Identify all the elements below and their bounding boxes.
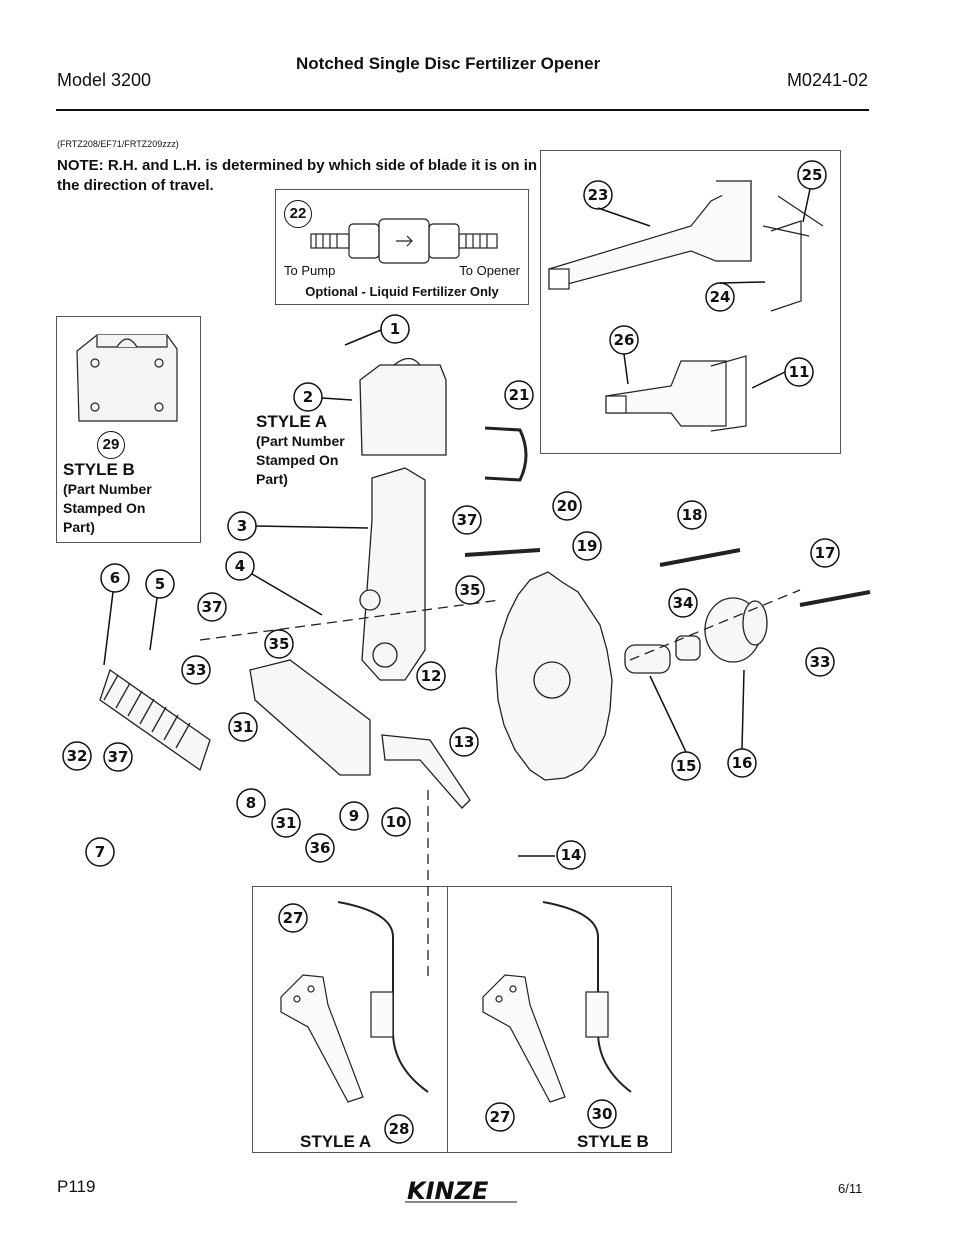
optional-caption: Optional - Liquid Fertilizer Only [305,284,499,299]
scraper-illustration [280,901,632,1103]
callout-14: 14 [561,846,582,864]
callout-29: 29 [97,431,125,459]
callout-31a: 31 [233,718,254,736]
callout-9: 9 [349,807,359,825]
callout-37b: 37 [108,748,129,766]
style-a-subtitle-3: Part) [256,471,288,487]
style-b-title: STYLE B [63,460,135,479]
callout-33b: 33 [810,653,831,671]
callout-35a: 35 [460,581,481,599]
callout-35b: 35 [269,635,290,653]
style-a-subtitle-1: (Part Number [256,433,345,449]
header-rule [56,109,869,111]
callout-2: 2 [303,388,313,406]
style-b-subtitle-3: Part) [63,519,95,535]
mount-options-box [540,150,841,454]
callout-16: 16 [732,754,753,772]
check-valve-illustration [310,218,498,264]
callout-37c: 37 [457,511,478,529]
style-a-title: STYLE A [256,412,328,431]
callout-3: 3 [237,517,247,535]
callout-36: 36 [310,839,331,857]
scraper-style-b-label: STYLE B [577,1132,649,1151]
optional-fitting-box: 22 To Pump To Opener Optional - Liquid F… [275,189,529,305]
callout-18: 18 [682,506,703,524]
doc-number: M0241-02 [786,70,868,90]
callout-8: 8 [246,794,256,812]
to-opener-label: To Opener [459,263,520,278]
callout-37a: 37 [202,598,223,616]
scraper-style-a-label: STYLE A [300,1132,372,1151]
callout-10: 10 [386,813,407,831]
callout-21: 21 [509,386,530,404]
callout-20: 20 [557,497,578,515]
to-pump-label: To Pump [284,263,336,278]
style-a-subtitle-2: Stamped On [256,452,339,468]
brand-text: KINZE [407,1177,489,1204]
callout-4: 4 [235,557,245,575]
revision-date: 6/11 [838,1181,863,1196]
mount-bracket-style-b-illustration [76,334,178,422]
callout-1: 1 [390,320,400,338]
style-b-subtitle-2: Stamped On [63,500,146,516]
callout-34: 34 [673,594,694,612]
reference-codes: (FRTZ208/EF71/FRTZ209zzz) [57,139,179,149]
model-label: Model 3200 [57,70,152,90]
note-text: NOTE: R.H. and L.H. is determined by whi… [57,157,538,194]
kinze-logo: KINZE [405,1176,521,1205]
callout-13: 13 [454,733,475,751]
callout-6: 6 [110,569,120,587]
callout-31b: 31 [276,814,297,832]
callout-5: 5 [155,575,165,593]
callout-15: 15 [676,757,697,775]
callout-19: 19 [577,537,598,555]
page-title: Notched Single Disc Fertilizer Opener [296,54,601,73]
callout-32: 32 [67,747,88,765]
style-b-subtitle-1: (Part Number [63,481,152,497]
callout-33a: 33 [186,661,207,679]
callout-7: 7 [95,843,105,861]
style-b-mount-box: 29 STYLE B (Part Number Stamped On Part) [56,316,201,543]
callout-17: 17 [815,544,836,562]
mount-options-illustration [548,180,824,432]
scraper-divider [447,887,448,1152]
callout-22: 22 [284,200,312,228]
callout-12: 12 [421,667,442,685]
scraper-options-box: STYLE A STYLE B [252,886,672,1153]
page-number: P119 [57,1177,96,1196]
